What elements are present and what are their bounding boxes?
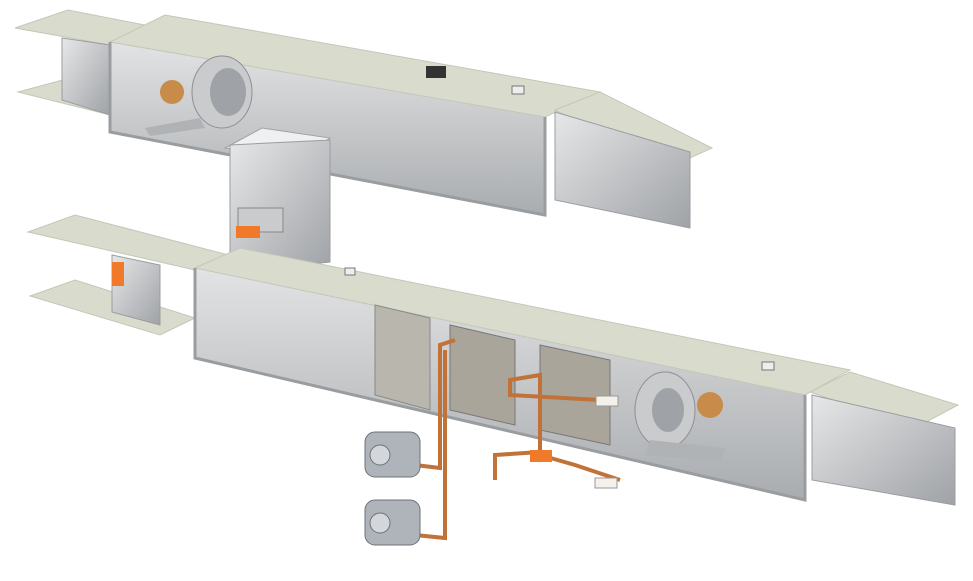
- filter-drier-1: [595, 395, 619, 407]
- coil-2: [539, 344, 611, 446]
- vertical-connector-duct: [229, 139, 331, 273]
- upper-right-duct-front: [554, 111, 691, 229]
- coil-1: [449, 324, 516, 426]
- lower-box-frame: [193, 268, 807, 502]
- expansion-valve-actuator: [530, 450, 552, 462]
- sensor-small: [511, 85, 525, 95]
- refrigerant-piping: [414, 338, 621, 541]
- filter-section: [374, 304, 431, 411]
- sensor-small-lower: [344, 267, 356, 276]
- damper-actuator-connector: [236, 226, 260, 238]
- lower-unit: [26, 214, 960, 506]
- filter-drier-2: [594, 477, 618, 489]
- supply-fan-lower: [634, 371, 725, 462]
- sensor-box: [426, 66, 446, 78]
- upper-unit: [14, 9, 714, 229]
- sensor-small-lower-right: [761, 361, 775, 371]
- supply-fan-upper: [145, 55, 253, 136]
- damper-actuator-left: [112, 262, 124, 286]
- compressor-1: [364, 431, 421, 478]
- lower-box-top: [193, 247, 852, 396]
- lower-right-duct-front: [811, 394, 956, 506]
- compressor-2: [364, 499, 421, 546]
